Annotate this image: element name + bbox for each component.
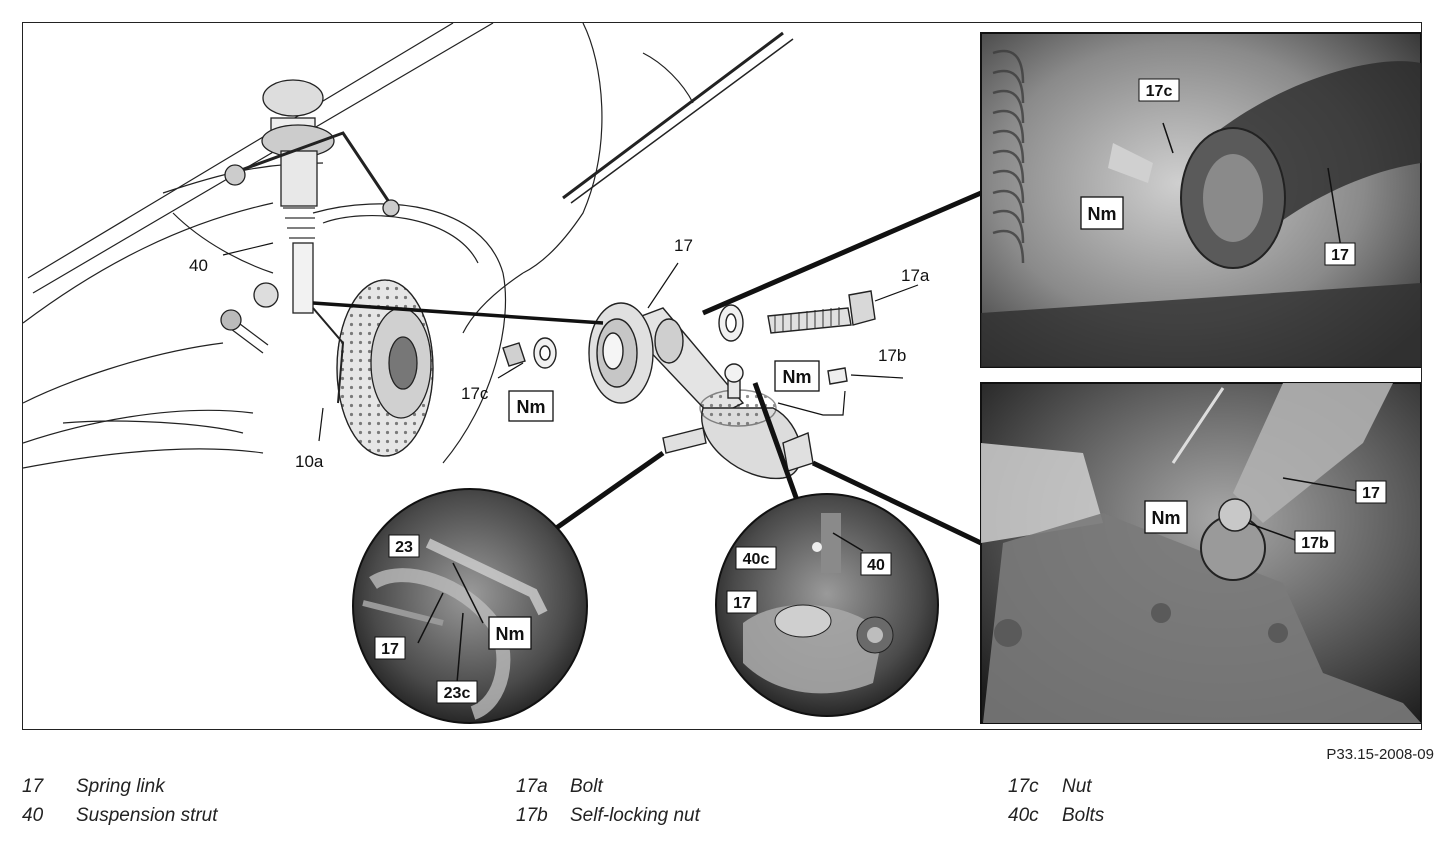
svg-text:17: 17: [1362, 485, 1380, 502]
legend-item-text: Spring link: [76, 776, 165, 797]
svg-text:23: 23: [395, 539, 413, 556]
svg-text:17c: 17c: [1146, 83, 1173, 100]
legend-column-3: 17c Nut 40c Bolts: [1008, 776, 1428, 834]
legend-column-1: 17 Spring link 40 Suspension strut: [22, 776, 442, 834]
circle-right-label-17: 17: [726, 590, 758, 614]
callout-17: 17: [674, 236, 693, 255]
torque-label-17b: Nm: [774, 360, 820, 392]
svg-text:Nm: Nm: [1087, 204, 1116, 224]
legend-item-number: 17c: [1008, 776, 1039, 797]
circle-right-label-40: 40: [860, 552, 892, 576]
main-callouts: 17 17a 17b 17c 40 10a Nm Nm: [189, 236, 930, 471]
torque-label-17c: Nm: [508, 390, 554, 422]
callout-40: 40: [189, 256, 208, 275]
legend-item: 17a Bolt: [516, 776, 936, 805]
svg-text:17: 17: [381, 641, 399, 658]
circle-left-torque-label: Nm: [488, 616, 532, 650]
legend-item-number: 17: [22, 776, 44, 797]
inset-bottom-torque-label: Nm: [1144, 500, 1188, 534]
svg-text:40c: 40c: [743, 551, 770, 568]
inset-top-torque-label: Nm: [1080, 196, 1124, 230]
torque-label-17b-text: Nm: [782, 367, 811, 387]
callout-10a: 10a: [295, 452, 324, 471]
svg-text:Nm: Nm: [495, 624, 524, 644]
inset-photo-top-right: 17c 17 Nm: [980, 32, 1421, 368]
svg-text:40: 40: [867, 557, 885, 574]
callout-17b: 17b: [878, 346, 906, 365]
circle-left-label-23: 23: [388, 534, 420, 558]
circle-left-label-23c: 23c: [436, 680, 478, 704]
inset-top-label-17: 17: [1324, 242, 1356, 266]
legend-item-text: Bolts: [1062, 805, 1105, 826]
legend-item-number: 17a: [516, 776, 548, 797]
svg-text:17: 17: [1331, 247, 1349, 264]
legend-column-2: 17a Bolt 17b Self-locking nut: [516, 776, 936, 834]
svg-text:23c: 23c: [444, 685, 471, 702]
figure-reference-id: P33.15-2008-09: [1326, 746, 1434, 763]
detail-circle-left: 23 17 23c Nm: [352, 488, 588, 724]
circle-right-label-40c: 40c: [735, 546, 777, 570]
detail-circle-right: 40c 40 17: [715, 493, 939, 717]
legend-item-text: Suspension strut: [76, 805, 218, 826]
inset-photo-bottom-right: 17 17b Nm: [980, 382, 1421, 724]
legend-item-number: 40c: [1008, 805, 1039, 826]
parts-legend: 17 Spring link 40 Suspension strut 17a B…: [22, 776, 1422, 836]
legend-item: 17 Spring link: [22, 776, 442, 805]
torque-label-17c-text: Nm: [516, 397, 545, 417]
svg-text:17b: 17b: [1301, 535, 1329, 552]
inset-bottom-label-17: 17: [1355, 480, 1387, 504]
car-body-drawing: [23, 23, 794, 469]
spring-link-exploded: [502, 290, 876, 480]
legend-item: 40c Bolts: [1008, 805, 1428, 834]
diagram-figure: 17 17a 17b 17c 40 10a Nm Nm: [22, 22, 1422, 730]
legend-item-text: Nut: [1062, 776, 1092, 797]
callout-17c: 17c: [461, 384, 489, 403]
callout-17a: 17a: [901, 266, 930, 285]
inset-bottom-label-17b: 17b: [1294, 530, 1336, 554]
inset-top-label-17c: 17c: [1138, 78, 1180, 102]
diagram-canvas: 17 17a 17b 17c 40 10a Nm Nm: [23, 23, 1421, 724]
legend-item: 17c Nut: [1008, 776, 1428, 805]
suspension-strut-assembly: [220, 79, 434, 457]
legend-item-number: 17b: [516, 805, 548, 826]
circle-left-label-17: 17: [374, 636, 406, 660]
svg-text:17: 17: [733, 595, 751, 612]
legend-item-number: 40: [22, 805, 44, 826]
legend-item-text: Self-locking nut: [570, 805, 700, 826]
legend-item: 17b Self-locking nut: [516, 805, 936, 834]
legend-item-text: Bolt: [570, 776, 603, 797]
legend-item: 40 Suspension strut: [22, 805, 442, 834]
svg-text:Nm: Nm: [1151, 508, 1180, 528]
